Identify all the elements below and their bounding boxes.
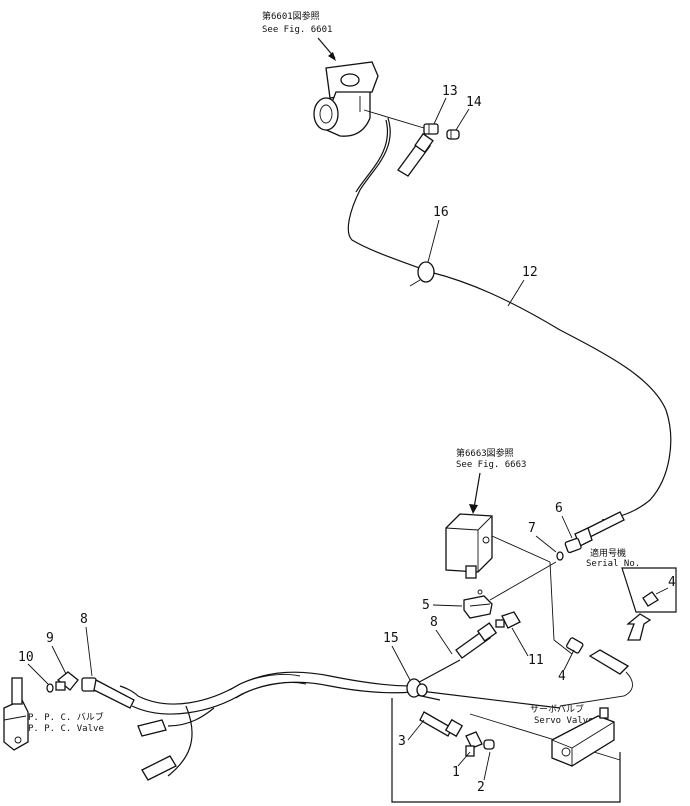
hose-bundle-upper <box>137 671 411 705</box>
leader-4 <box>563 649 575 671</box>
callout-8-left: 8 <box>80 612 88 627</box>
leader-3 <box>407 719 425 741</box>
callout-7: 7 <box>528 521 536 536</box>
manifold-block <box>445 513 493 579</box>
servo-valve-en: Servo Valve <box>534 716 594 726</box>
part-5-block <box>463 589 493 619</box>
callout-8-mid: 8 <box>430 615 438 630</box>
hose-end-upper <box>397 132 434 177</box>
part-1-elbow <box>465 731 483 757</box>
servo-valve-jp: サーボバルブ <box>530 703 584 715</box>
ppc-valve-en: P. P. C. Valve <box>28 724 104 734</box>
callout-16: 16 <box>433 205 449 220</box>
leader-6 <box>561 515 573 539</box>
serial-jp: 適用号機 <box>590 547 626 559</box>
part-2-cap <box>483 739 495 750</box>
leader-15 <box>391 645 411 681</box>
serial-arrow-icon <box>626 613 652 641</box>
line-manifold-to-5 <box>489 561 557 601</box>
part-15-clamp <box>406 678 428 698</box>
part-11-elbow <box>495 611 521 629</box>
callout-2: 2 <box>477 780 485 795</box>
hose-end-servo-right <box>559 649 633 707</box>
callout-12: 12 <box>522 265 538 280</box>
ppc-valve <box>3 677 29 751</box>
leader-13-elbow <box>363 109 425 129</box>
leader-1 <box>457 751 471 767</box>
part-9-elbow <box>55 671 79 691</box>
leader-14 <box>455 108 470 131</box>
hose-end-lower-left-2 <box>141 755 177 781</box>
leader-5 <box>432 604 463 607</box>
ref-6601-arrowhead <box>328 52 336 61</box>
hose-end-lower-left-1 <box>137 719 167 737</box>
part-16-clamp <box>409 261 435 287</box>
callout-6: 6 <box>555 501 563 516</box>
leader-10 <box>27 663 49 685</box>
elbow-fitting <box>313 61 379 137</box>
callout-10: 10 <box>18 650 34 665</box>
line-manifold-down <box>549 561 573 655</box>
servo-group-box <box>391 698 621 803</box>
callout-1: 1 <box>452 765 460 780</box>
serial-en: Serial No. <box>586 559 640 569</box>
ref-6601-en: See Fig. 6601 <box>262 25 332 35</box>
ref-6601-jp: 第6601図参照 <box>262 10 320 22</box>
ref-6663-en: See Fig. 6663 <box>456 460 526 470</box>
part-14-cap <box>446 129 460 140</box>
ref-6663-jp: 第6663図参照 <box>456 447 514 459</box>
callout-5: 5 <box>422 598 430 613</box>
ppc-valve-jp: P. P. C. バルブ <box>28 711 104 723</box>
leader-8-mid <box>435 629 453 655</box>
callout-3: 3 <box>398 734 406 749</box>
callout-14: 14 <box>466 95 482 110</box>
leader-9 <box>51 645 67 675</box>
callout-9: 9 <box>46 631 54 646</box>
serial-box: 適用号機 Serial No. 4 <box>586 547 677 613</box>
leader-8-left <box>85 626 93 677</box>
hose-8-left-link <box>119 685 139 697</box>
leader-13 <box>433 97 447 125</box>
leader-12 <box>507 279 525 307</box>
leader-7 <box>535 535 557 553</box>
leader-16 <box>427 219 440 263</box>
hose-bundle-lower <box>131 681 413 715</box>
hose-lower-left-2 <box>167 707 215 727</box>
hose-lower-left-1 <box>167 705 193 777</box>
line-manifold-right <box>491 535 551 563</box>
hose-end-12-lower <box>574 511 625 547</box>
servo-valve <box>551 707 615 767</box>
callout-15: 15 <box>383 631 399 646</box>
part-13-adapter <box>423 123 439 135</box>
callout-13: 13 <box>442 84 458 99</box>
serial-part-4-icon <box>642 591 659 607</box>
part-10-oring <box>46 683 54 693</box>
part-3-hose-end <box>419 711 464 738</box>
part-6-adapter <box>564 537 582 554</box>
part-8-hose-end-mid <box>455 622 498 659</box>
hose-12 <box>347 117 672 521</box>
part-7-oring <box>556 551 564 561</box>
callout-11: 11 <box>528 653 544 668</box>
leader-2 <box>483 751 491 781</box>
part-8-hose-end-left <box>81 677 135 709</box>
callout-4: 4 <box>558 669 566 684</box>
ref-6663-arrow <box>473 472 481 509</box>
hose-12-upper-edge <box>355 119 389 193</box>
ref-6663-arrowhead <box>469 504 478 514</box>
serial-callout-4: 4 <box>668 575 676 590</box>
part-4-adapter <box>566 637 584 654</box>
leader-11 <box>511 627 529 657</box>
hose-bundle-wrap <box>229 674 307 699</box>
